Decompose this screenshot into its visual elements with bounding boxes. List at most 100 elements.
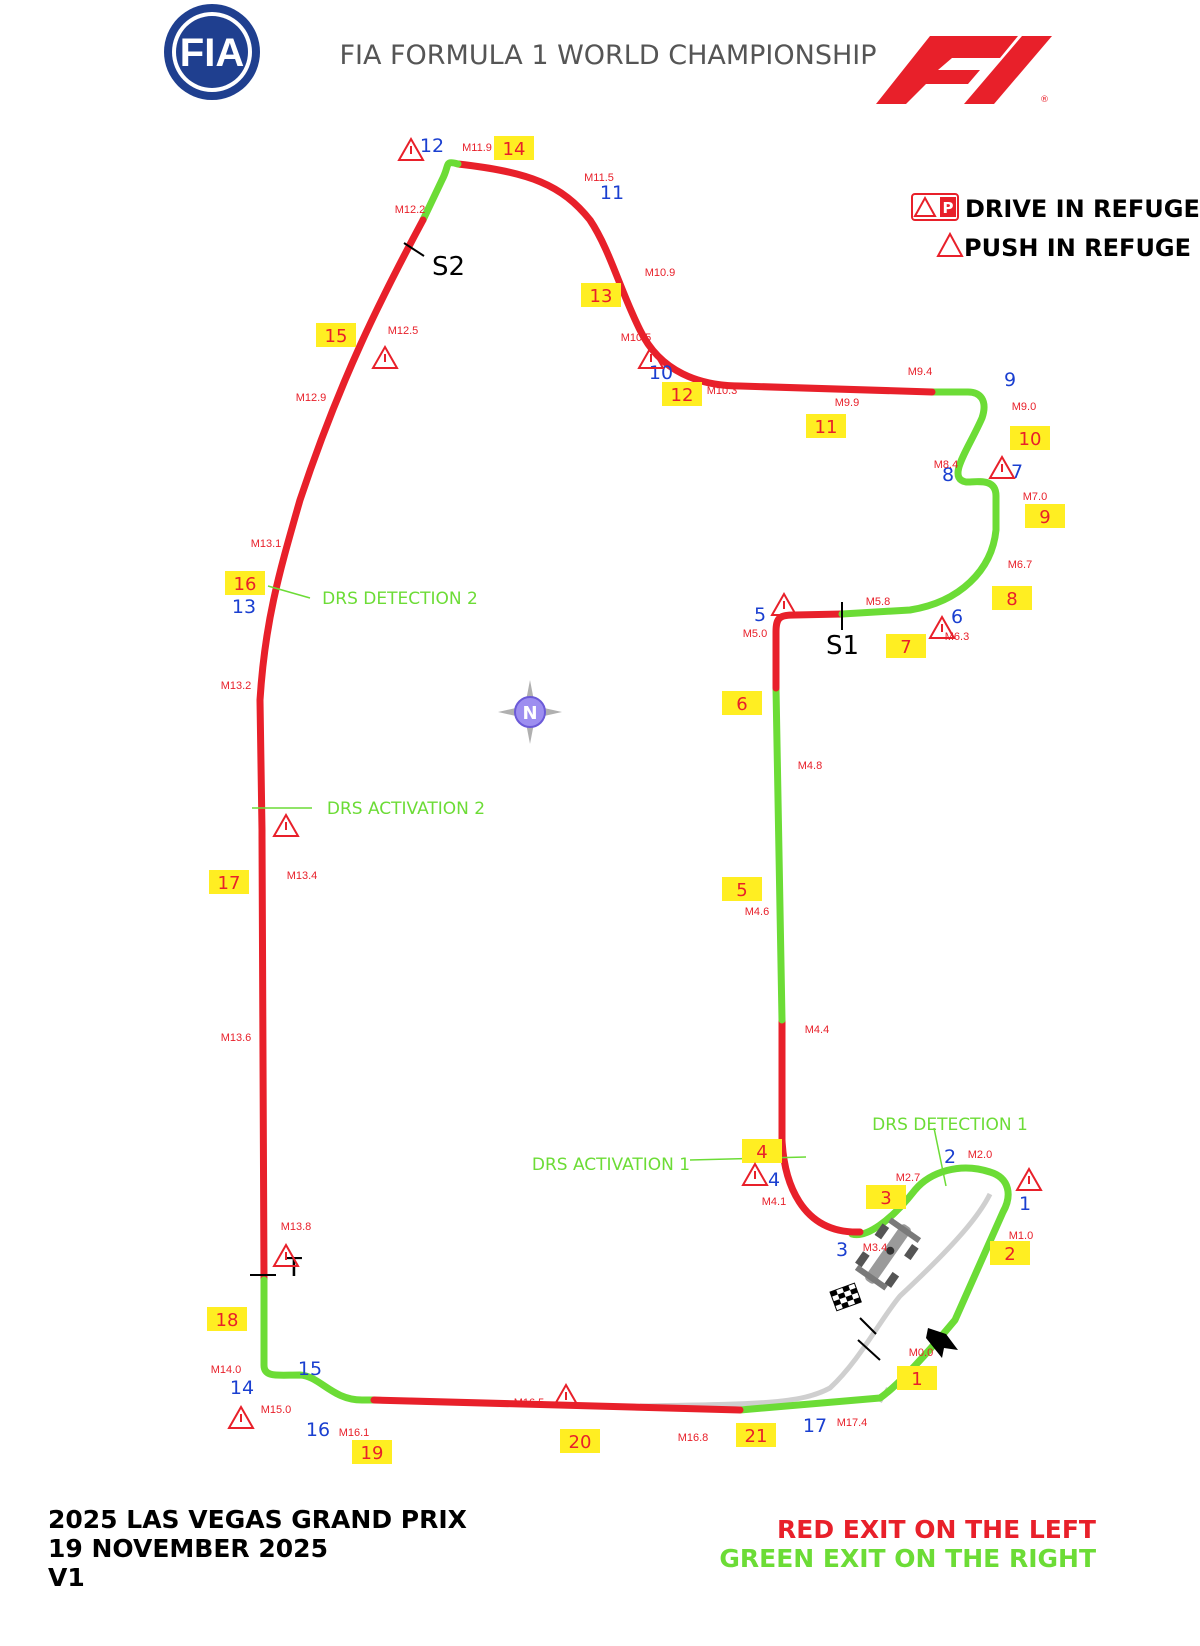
marshal-post-number-15: 15 [325,326,348,347]
warning-icon [928,614,956,639]
distance-marker-M11-9: M11.9 [462,142,492,154]
turn-number-7: 7 [1011,461,1023,483]
distance-marker-M12-9: M12.9 [296,392,327,404]
event-name: 2025 LAS VEGAS GRAND PRIX [48,1505,467,1534]
marshal-post-number-8: 8 [1006,589,1017,610]
distance-marker-M10-9: M10.9 [645,267,676,279]
warning-icon [988,454,1016,479]
marshal-post-box-13 [581,283,621,307]
marshal-post-box-8 [992,586,1032,610]
drive-in-refuge-label: DRIVE IN REFUGE [965,195,1200,223]
timing-line-label: T [285,1253,302,1283]
distance-marker-M13-1: M13.1 [251,538,282,550]
distance-marker-M15-0: M15.0 [261,1404,292,1416]
turn-number-17: 17 [803,1415,827,1437]
legend-drive-in-refuge: P DRIVE IN REFUGE [911,193,1200,223]
distance-marker-M17-4: M17.4 [837,1417,868,1429]
marshal-post-number-21: 21 [745,1426,768,1447]
distance-marker-M9-9: M9.9 [835,397,859,409]
turn-number-2: 2 [944,1146,956,1168]
distance-marker-M4-8: M4.8 [798,760,822,772]
distance-marker-M11-5: M11.5 [584,172,614,184]
distance-marker-M13-2: M13.2 [221,680,252,692]
event-date: 19 NOVEMBER 2025 [48,1534,328,1563]
marshal-post-number-13: 13 [590,286,613,307]
marshal-post-number-18: 18 [216,1310,239,1331]
turn-number-16: 16 [306,1419,330,1441]
track-segment-green-start [736,1164,1012,1414]
turn-number-14: 14 [230,1377,254,1399]
marshal-post-box-7 [886,634,926,658]
distance-marker-M10-3: M10.3 [707,385,738,397]
distance-marker-M16-1: M16.1 [339,1427,370,1439]
track-segment-red-back [256,216,427,1284]
marshal-post-box-19 [352,1440,392,1464]
sector-label-s1: S1 [826,631,859,661]
distance-marker-M2-7: M2.7 [896,1172,920,1184]
event-info: 2025 LAS VEGAS GRAND PRIX 19 NOVEMBER 20… [48,1505,467,1592]
chequered-flag-icon [829,1282,877,1335]
marshal-post-box-14 [494,136,534,160]
warning-icon [397,136,425,161]
f1-logo: ® [876,36,1052,105]
distance-marker-M1-0: M1.0 [1009,1230,1033,1242]
red-exit-label: RED EXIT ON THE LEFT [777,1515,1096,1544]
marshal-post-box-18 [207,1307,247,1331]
marshal-post-box-4 [742,1139,782,1163]
sector-label-s2: S2 [432,252,465,282]
fia-logo-text: FIA [180,31,244,75]
fia-logo: FIA [164,4,260,100]
warning-icon [770,591,798,616]
marshal-post-number-5: 5 [736,880,747,901]
marshal-post-box-1 [897,1366,937,1390]
distance-marker-M2-0: M2.0 [968,1149,992,1161]
distance-marker-M8-4: M8.4 [934,459,958,471]
race-car-icon [854,1217,922,1291]
turn-number-9: 9 [1004,369,1016,391]
marshal-post-box-2 [990,1241,1030,1265]
distance-marker-M16-8: M16.8 [678,1432,709,1444]
marshal-post-number-16: 16 [234,574,257,595]
distance-marker-M10-5: M10.5 [621,332,652,344]
marshal-post-number-20: 20 [569,1432,592,1453]
marshal-post-box-20 [560,1429,600,1453]
drs-label-3: DRS DETECTION 2 [322,589,478,609]
distance-marker-M5-0: M5.0 [743,628,767,640]
distance-marker-M13-4: M13.4 [287,870,318,882]
distance-marker-M3-4: M3.4 [863,1242,887,1254]
marshal-post-number-11: 11 [815,417,838,438]
distance-marker-M14-0: M14.0 [211,1364,242,1376]
distance-marker-M6-7: M6.7 [1008,559,1032,571]
marshal-post-box-21 [736,1423,776,1447]
warning-icon [272,1242,300,1267]
turn-number-15: 15 [298,1358,322,1380]
turn-number-11: 11 [600,182,624,204]
marshal-post-box-15 [316,323,356,347]
warning-icon [227,1404,255,1429]
marshal-post-number-3: 3 [880,1188,891,1209]
marshal-post-box-16 [225,571,265,595]
marshal-post-number-2: 2 [1004,1244,1015,1265]
marshal-post-number-7: 7 [900,637,911,658]
marshal-post-number-10: 10 [1019,429,1042,450]
distance-marker-M12-2: M12.2 [395,204,426,216]
marshal-post-box-3 [866,1185,906,1209]
warning-icon [371,344,399,369]
turn-number-3: 3 [836,1239,848,1261]
exit-legend: RED EXIT ON THE LEFT GREEN EXIT ON THE R… [719,1515,1096,1573]
track-segment-red-t3-t4 [778,1016,864,1236]
document-version: V1 [48,1563,85,1592]
marshal-post-number-12: 12 [671,385,694,406]
distance-marker-M5-8: M5.8 [866,596,890,608]
warning-icon [741,1161,769,1186]
page-title: FIA FORMULA 1 WORLD CHAMPIONSHIP [339,40,876,71]
warning-icon [936,231,964,257]
track-segment-green-t6-t9 [838,388,1000,618]
drs-label-1: DRS DETECTION 1 [872,1115,1028,1135]
marshal-post-box-11 [806,414,846,438]
distance-marker-M4-1: M4.1 [762,1196,786,1208]
marshal-post-number-6: 6 [736,694,747,715]
warning-icon [272,812,300,837]
turn-number-5: 5 [754,604,766,626]
drs-label-4: DRS ACTIVATION 2 [327,799,485,819]
